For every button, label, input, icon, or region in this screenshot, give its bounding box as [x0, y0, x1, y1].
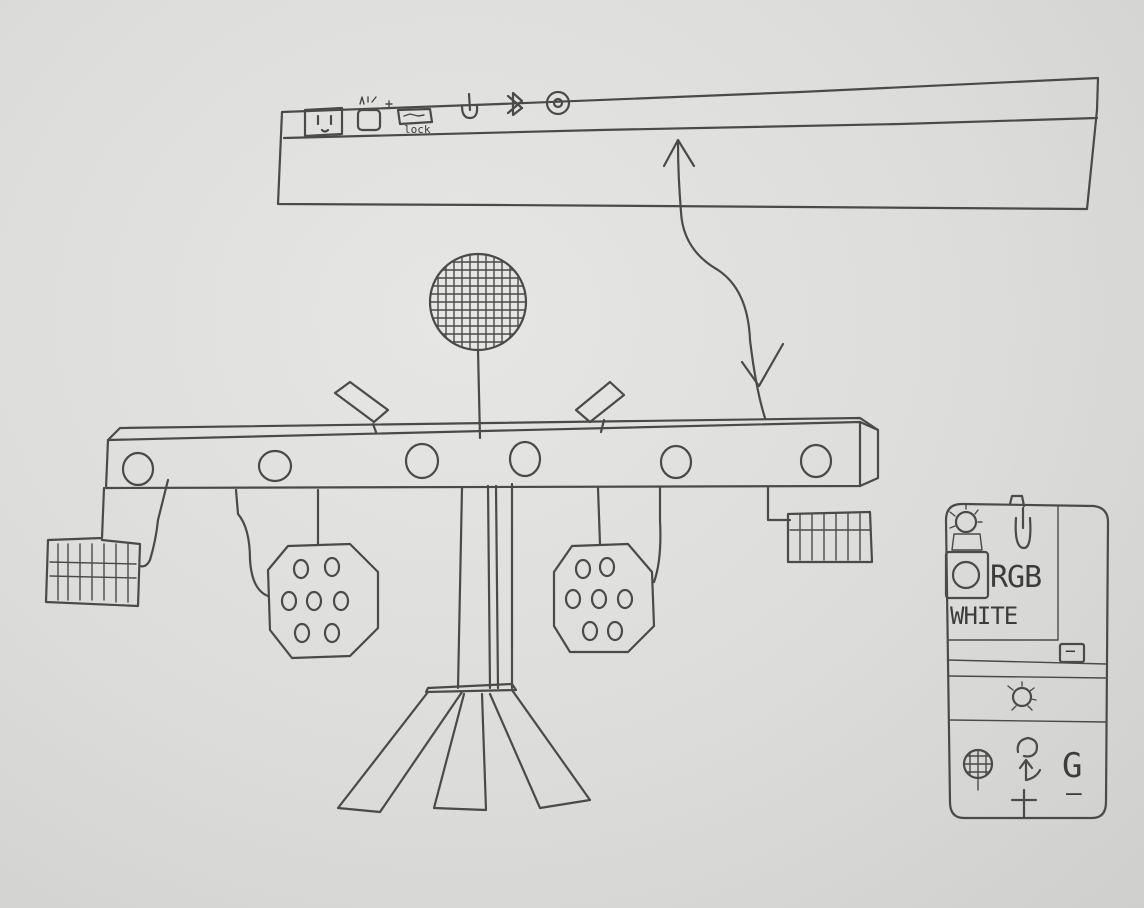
target-icon[interactable] — [545, 90, 571, 116]
rgb-mode-label[interactable]: RGB — [990, 560, 1042, 595]
right-strobe-light — [766, 486, 874, 564]
bluetooth-icon[interactable] — [506, 91, 524, 117]
light-bar — [104, 416, 880, 490]
control-panel-phone — [944, 494, 1110, 820]
g-label[interactable]: G — [1062, 746, 1083, 786]
power-icon[interactable] — [460, 92, 479, 120]
rotate-icon[interactable] — [1016, 736, 1042, 782]
light-stand — [336, 482, 592, 814]
speed-minus-label[interactable]: – — [1066, 778, 1082, 808]
right-spot-light — [574, 380, 626, 434]
bar-led-3 — [404, 442, 440, 480]
power-outlet-icon[interactable] — [303, 106, 344, 138]
bar-led-4 — [508, 440, 542, 478]
usb-stick-icon[interactable] — [396, 107, 434, 126]
panel-power-icon[interactable] — [1014, 506, 1032, 550]
brightness-sun-icon[interactable] — [949, 504, 983, 551]
top-toolbar-window — [276, 76, 1100, 211]
scene-sun-icon[interactable] — [1007, 681, 1037, 711]
left-strobe-light — [44, 478, 170, 608]
mirror-ball-mode-icon[interactable] — [962, 748, 994, 791]
mirror-ball — [428, 252, 528, 440]
usb-lock-label: lock — [404, 123, 431, 136]
battery-icon[interactable] — [356, 96, 393, 132]
connection-arrow — [662, 138, 785, 420]
right-par-light — [552, 486, 662, 654]
white-mode-label[interactable]: WHITE — [950, 602, 1018, 630]
left-par-light — [234, 488, 380, 660]
slider-minus-label: − — [1065, 641, 1076, 662]
rgb-mode-button[interactable] — [944, 550, 990, 600]
slider-minus-button[interactable] — [1058, 642, 1086, 664]
bar-led-6 — [799, 443, 833, 479]
speed-plus-button[interactable] — [1010, 788, 1038, 820]
bar-led-1 — [121, 451, 155, 487]
bar-led-2 — [257, 449, 293, 483]
bar-led-5 — [659, 444, 693, 480]
